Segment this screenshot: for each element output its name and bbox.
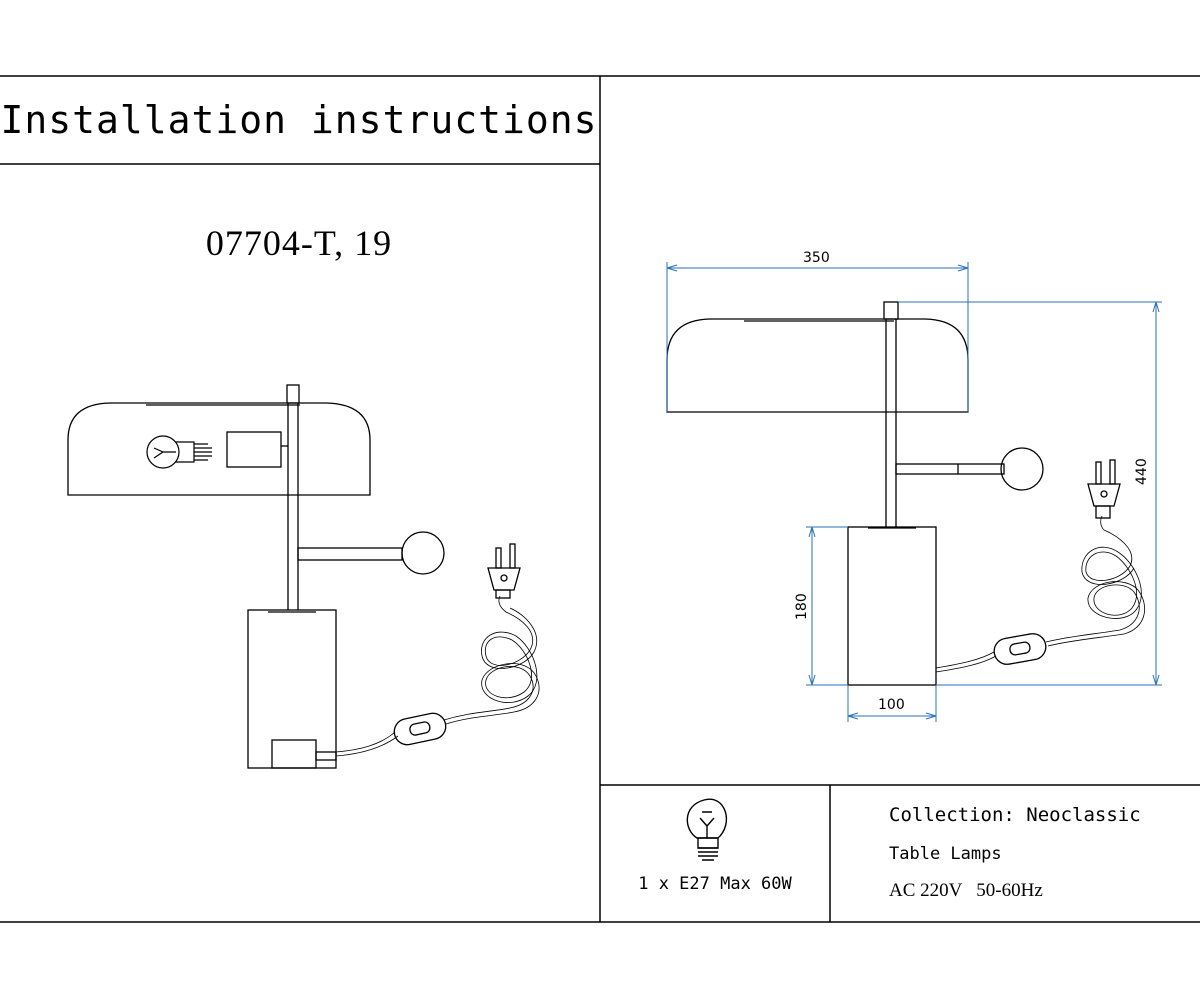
dimension-lines xyxy=(666,262,1162,722)
lamp-drawing-dimensioned xyxy=(666,301,1044,686)
category-label: Table Lamps xyxy=(889,844,1002,864)
plug-icon xyxy=(487,543,521,599)
bulb-spec: 1 x E27 Max 60W xyxy=(638,874,792,894)
model-number: 07704-T, 19 xyxy=(205,223,393,263)
power-cord xyxy=(335,595,540,757)
switch-icon xyxy=(393,712,447,746)
dimension-label-width: 350 xyxy=(803,250,830,266)
light-bulb-icon xyxy=(146,435,212,469)
collection-label: Collection: Neoclassic xyxy=(889,804,1141,826)
dimension-label-height-total: 440 xyxy=(1134,458,1150,485)
dimension-label-height-base: 180 xyxy=(794,593,810,620)
power-label: AC 220V 50-60Hz xyxy=(889,880,1043,901)
bulb-spec-icon xyxy=(686,798,728,861)
page-title: Installation instructions xyxy=(0,98,598,142)
lamp-drawing-front xyxy=(67,384,445,769)
dimension-label-width-base: 100 xyxy=(878,697,905,713)
